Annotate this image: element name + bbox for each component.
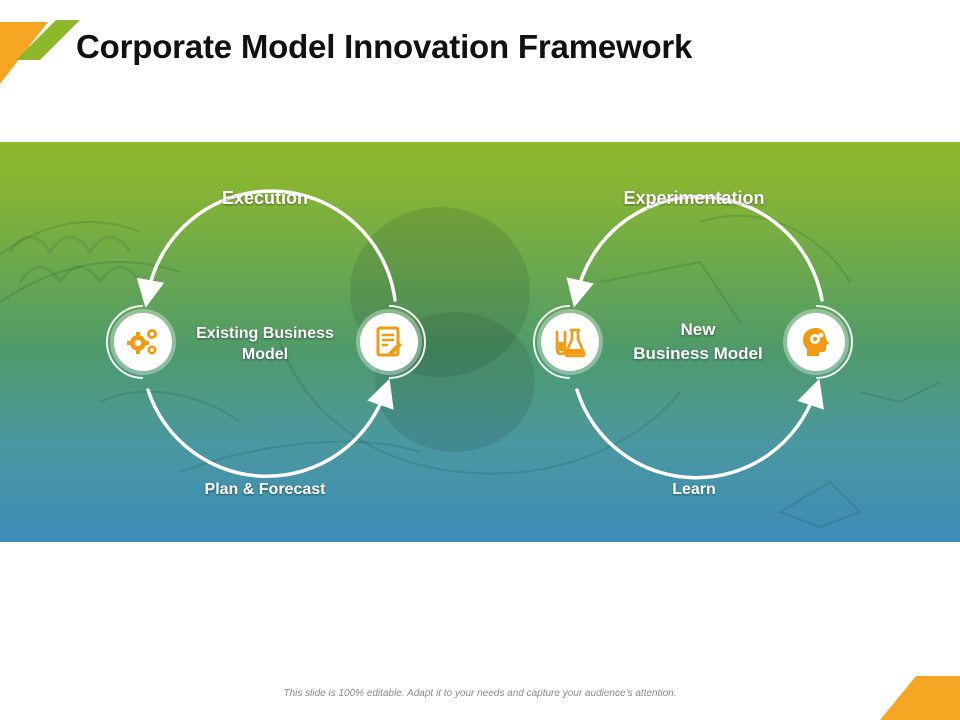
cycle-2-right-node	[787, 313, 845, 371]
cycle-2-left-node	[541, 313, 599, 371]
cycle-1-left-node	[114, 313, 172, 371]
cycle-1-bottom-label: Plan & Forecast	[204, 481, 326, 498]
learn-arrow	[575, 378, 824, 480]
footer-note: This slide is 100% editable. Adapt it to…	[283, 688, 677, 699]
page-title: Corporate Model Innovation Framework	[76, 28, 693, 65]
cycle-2-top-label: Experimentation	[623, 188, 765, 208]
experimentation-arrow	[566, 194, 824, 308]
gears-icon	[127, 329, 157, 355]
cycle-2-center-label-line2: Business Model	[633, 344, 763, 363]
plan-forecast-arrow	[146, 378, 394, 478]
head-gears-icon	[803, 328, 829, 356]
execution-arrow	[136, 189, 397, 308]
document-edit-icon	[376, 326, 402, 357]
cycle-2-center-label: New Business Model	[598, 318, 798, 366]
cycle-arrows	[136, 189, 824, 480]
cycle-2-center-label-line1: New	[680, 320, 716, 339]
cycle-1-center-label-line2: Model	[241, 346, 289, 363]
cycle-2-bottom-label: Learn	[672, 481, 716, 498]
corner-decoration-top-left	[0, 20, 80, 84]
cycle-1-center-label: Existing Business Model	[175, 323, 355, 365]
corner-decoration-bottom-right	[880, 676, 960, 720]
cycle-1-right-node	[360, 313, 418, 371]
cycle-1-center-label-line1: Existing Business	[196, 325, 334, 342]
diagram-banner: Execution Plan & Forecast Existing Busin…	[0, 142, 960, 542]
lab-flask-icon	[555, 328, 586, 358]
cycle-1-top-label: Execution	[221, 188, 309, 208]
